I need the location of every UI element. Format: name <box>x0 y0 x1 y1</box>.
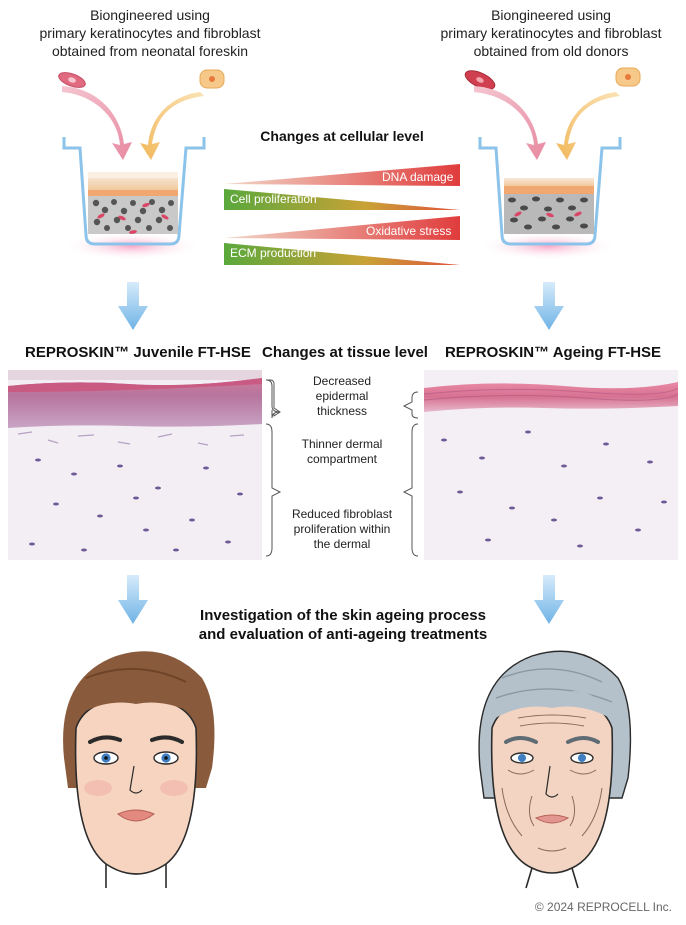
left-down-arrow-2 <box>118 575 148 624</box>
cellular-title: Changes at cellular level <box>260 128 424 144</box>
right-source-line1: Biongineered using <box>491 7 611 23</box>
tissue-item-fibroblast: Reduced fibroblast proliferation within … <box>278 507 406 552</box>
tissue-item-dermis-line1: Thinner dermal <box>301 437 383 451</box>
ecm-production-label: ECM production <box>230 246 317 260</box>
right-culture-insert <box>478 137 622 260</box>
tissue-item-fibroblast-line3: the dermal <box>313 537 371 551</box>
right-source-line2: primary keratinocytes and fibroblast <box>440 25 662 41</box>
tissue-item-epidermis-line2: epidermal <box>315 389 369 403</box>
tissue-item-epidermis-line1: Decreased <box>312 374 372 388</box>
juvenile-histology <box>8 370 262 560</box>
left-keratinocyte-icon <box>58 72 86 88</box>
right-down-arrow-1 <box>534 282 564 330</box>
left-source-line2: primary keratinocytes and fibroblast <box>39 25 261 41</box>
ageing-model-title: REPROSKIN™ Ageing FT-HSE <box>444 344 662 361</box>
left-source-line1: Biongineered using <box>90 7 210 23</box>
old-face-illustration <box>478 650 632 889</box>
investigation-line2: and evaluation of anti-ageing treatments <box>198 626 488 643</box>
tissue-item-epidermis-line3: thickness <box>316 404 368 418</box>
right-source-caption: Biongineered using primary keratinocytes… <box>416 6 686 60</box>
copyright-notice: © 2024 REPROCELL Inc. <box>534 900 672 914</box>
right-source-line3: obtained from old donors <box>473 43 629 59</box>
investigation-caption: Investigation of the skin ageing process… <box>186 606 500 644</box>
tissue-item-dermis: Thinner dermal compartment <box>282 437 402 467</box>
cell-proliferation-label: Cell proliferation <box>230 192 317 206</box>
left-pink-arrow <box>62 86 132 160</box>
left-source-line3: obtained from neonatal foreskin <box>51 43 249 59</box>
right-pink-arrow <box>474 86 546 160</box>
young-face-illustration <box>63 651 215 888</box>
tissue-item-fibroblast-line1: Reduced fibroblast <box>291 507 393 521</box>
oxidative-stress-label: Oxidative stress <box>366 224 452 238</box>
right-down-arrow-2 <box>534 575 564 624</box>
left-orange-arrow <box>140 92 204 160</box>
right-fibroblast-icon <box>615 67 641 87</box>
tissue-item-dermis-line2: compartment <box>306 452 378 466</box>
tissue-title: Changes at tissue level <box>262 344 428 361</box>
left-fibroblast-icon <box>199 69 225 89</box>
left-culture-insert <box>62 137 206 260</box>
left-down-arrow-1 <box>118 282 148 330</box>
ageing-histology <box>423 370 679 560</box>
dna-damage-label: DNA damage <box>382 170 454 184</box>
left-source-caption: Biongineered using primary keratinocytes… <box>20 6 280 60</box>
investigation-line1: Investigation of the skin ageing process <box>200 607 486 624</box>
wedge-increasing-2 <box>224 216 460 240</box>
wedge-decreasing-1 <box>224 189 460 210</box>
wedge-decreasing-2 <box>224 243 460 265</box>
tissue-item-fibroblast-line2: proliferation within <box>293 522 391 536</box>
tissue-item-epidermis: Decreased epidermal thickness <box>282 374 402 419</box>
right-orange-arrow <box>556 92 620 160</box>
wedge-increasing-1 <box>224 164 460 186</box>
juvenile-model-title: REPROSKIN™ Juvenile FT-HSE <box>25 344 251 361</box>
